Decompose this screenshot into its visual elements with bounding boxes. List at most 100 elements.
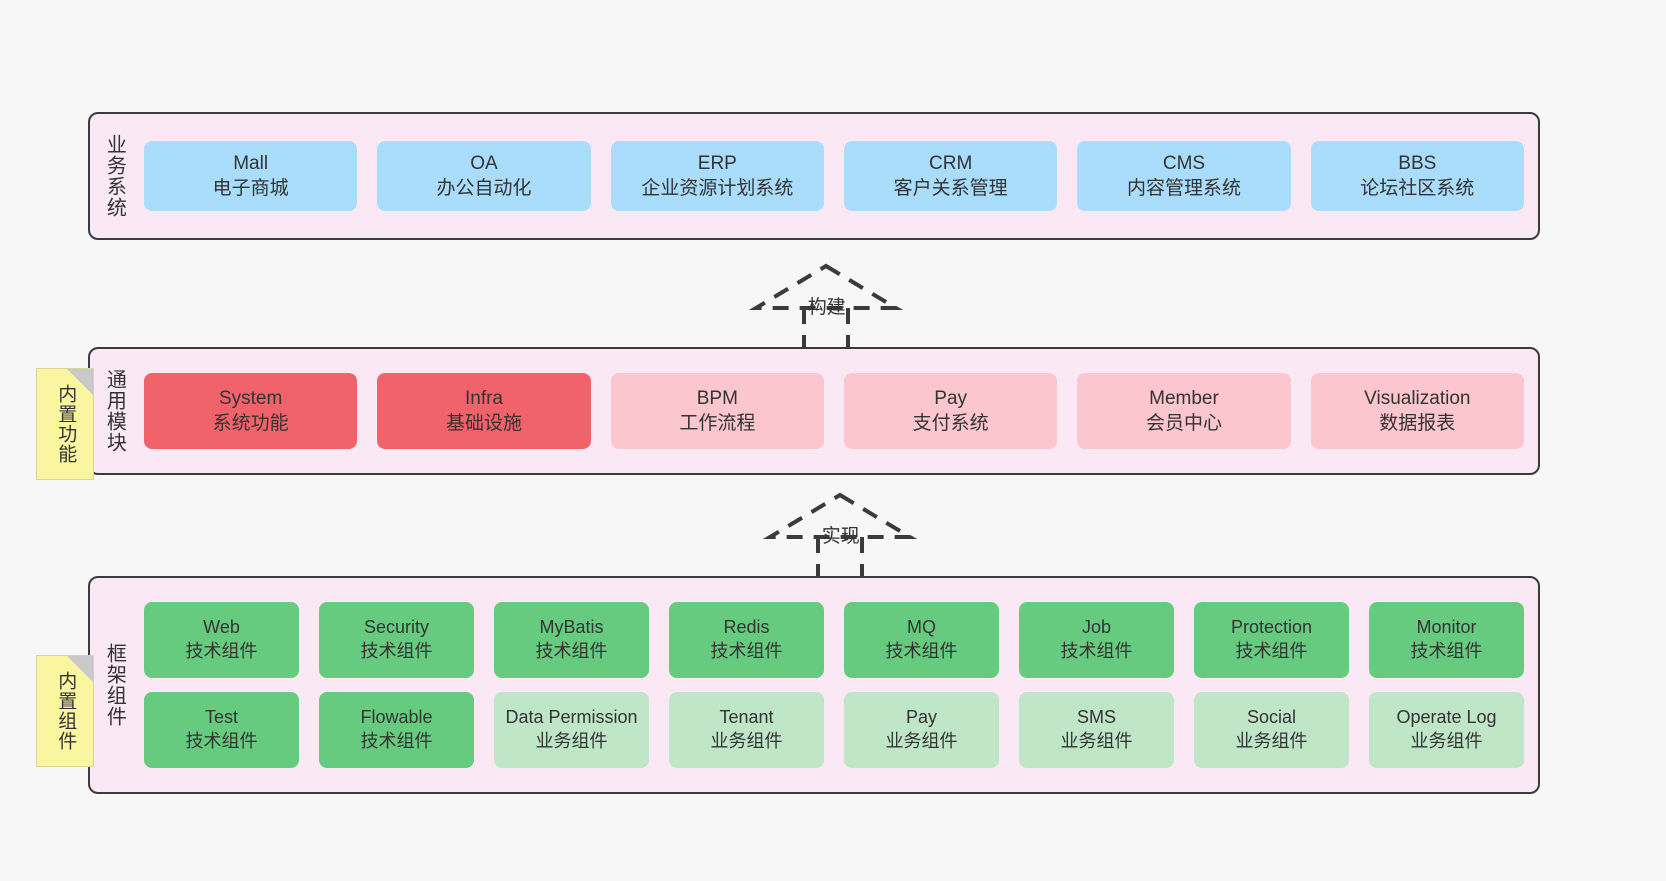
card-title-en: Monitor	[1416, 617, 1477, 638]
card-title-en: CRM	[929, 152, 973, 174]
card-social[interactable]: Social 业务组件	[1194, 692, 1349, 768]
card-flowable[interactable]: Flowable 技术组件	[319, 692, 474, 768]
card-title-en: Infra	[464, 387, 503, 409]
card-mall[interactable]: Mall 电子商城	[144, 141, 358, 211]
business-cards-area: Mall 电子商城 OA 办公自动化 ERP 企业资源计划系统 CRM 客户关系…	[138, 114, 1538, 238]
card-security[interactable]: Security 技术组件	[319, 602, 474, 678]
note-label: 内置组件	[55, 671, 77, 751]
card-title-cn: 基础设施	[445, 413, 522, 434]
card-title-en: Member	[1149, 387, 1219, 409]
card-title-cn: 业务组件	[1410, 731, 1483, 751]
card-cms[interactable]: CMS 内容管理系统	[1077, 141, 1291, 211]
card-infra[interactable]: Infra 基础设施	[377, 373, 591, 449]
card-pay-business[interactable]: Pay 业务组件	[844, 692, 999, 768]
card-test[interactable]: Test 技术组件	[144, 692, 299, 768]
card-title-cn: 技术组件	[535, 641, 608, 661]
connector-label-implement: 实现	[821, 526, 860, 547]
card-bbs[interactable]: BBS 论坛社区系统	[1310, 141, 1524, 211]
card-data-permission[interactable]: Data Permission 业务组件	[494, 692, 649, 768]
card-title-en: Visualization	[1364, 387, 1471, 409]
card-title-en: BBS	[1398, 152, 1437, 174]
card-monitor[interactable]: Monitor 技术组件	[1369, 602, 1524, 678]
card-title-cn: 技术组件	[885, 641, 958, 661]
card-title-cn: 业务组件	[1235, 731, 1308, 751]
card-title-cn: 技术组件	[185, 641, 258, 661]
card-member[interactable]: Member 会员中心	[1077, 373, 1291, 449]
card-title-cn: 技术组件	[710, 641, 783, 661]
card-title-cn: 技术组件	[1410, 641, 1483, 661]
section-label-common: 通用模块	[103, 369, 126, 453]
card-oa[interactable]: OA 办公自动化	[377, 141, 591, 211]
card-mq[interactable]: MQ 技术组件	[844, 602, 999, 678]
card-title-cn: 业务组件	[1060, 731, 1133, 751]
card-title-cn: 数据报表	[1379, 413, 1456, 434]
card-pay[interactable]: Pay 支付系统	[843, 373, 1058, 449]
card-title-en: OA	[470, 152, 498, 174]
card-title-cn: 技术组件	[185, 731, 258, 751]
card-system[interactable]: System 系统功能	[144, 373, 358, 449]
card-title-en: SMS	[1076, 707, 1116, 728]
framework-cards-area: Web 技术组件 Security 技术组件 MyBatis 技术组件 Redi…	[138, 578, 1538, 792]
note-label: 内置功能	[55, 384, 77, 464]
card-title-en: Protection	[1230, 617, 1313, 638]
connector-implement: 实现	[760, 491, 920, 581]
card-title-cn: 客户关系管理	[893, 178, 1008, 199]
card-title-cn: 内容管理系统	[1126, 178, 1241, 199]
section-framework-components: 框架组件 Web 技术组件 Security 技术组件 MyBatis 技术组件…	[88, 576, 1540, 794]
card-title-en: MQ	[907, 617, 936, 638]
card-job[interactable]: Job 技术组件	[1019, 602, 1174, 678]
card-title-cn: 办公自动化	[436, 178, 532, 199]
card-title-cn: 技术组件	[1235, 641, 1308, 661]
arrow-shaft-icon	[802, 308, 850, 352]
card-title-en: MyBatis	[539, 617, 604, 638]
note-builtin-function: 内置功能	[36, 368, 94, 480]
arrowhead-triangle-icon	[748, 263, 904, 310]
page-fold-icon	[67, 369, 93, 395]
common-cards-area: System 系统功能 Infra 基础设施 BPM 工作流程 Pay 支付系统…	[138, 349, 1538, 473]
business-card-row: Mall 电子商城 OA 办公自动化 ERP 企业资源计划系统 CRM 客户关系…	[144, 141, 1524, 211]
page-fold-icon	[67, 656, 93, 682]
card-web[interactable]: Web 技术组件	[144, 602, 299, 678]
section-label-business: 业务系统	[103, 134, 126, 218]
framework-card-row-1: Web 技术组件 Security 技术组件 MyBatis 技术组件 Redi…	[144, 602, 1524, 678]
card-redis[interactable]: Redis 技术组件	[669, 602, 824, 678]
card-erp[interactable]: ERP 企业资源计划系统	[610, 141, 824, 211]
connector-build: 构建	[746, 262, 906, 352]
arrow-shaft-icon	[816, 537, 864, 581]
card-mybatis[interactable]: MyBatis 技术组件	[494, 602, 649, 678]
card-title-cn: 技术组件	[1060, 641, 1133, 661]
card-tenant[interactable]: Tenant 业务组件	[669, 692, 824, 768]
card-title-cn: 工作流程	[679, 413, 756, 434]
card-title-en: ERP	[697, 152, 737, 174]
card-title-cn: 业务组件	[535, 731, 608, 751]
card-title-cn: 会员中心	[1145, 413, 1222, 434]
card-title-en: Redis	[723, 617, 770, 638]
card-sms[interactable]: SMS 业务组件	[1019, 692, 1174, 768]
section-label-framework: 框架组件	[103, 643, 126, 727]
card-title-en: Web	[203, 617, 240, 638]
card-title-cn: 支付系统	[912, 413, 989, 434]
section-common-modules: 通用模块 System 系统功能 Infra 基础设施 BPM 工作流程 Pay…	[88, 347, 1540, 475]
card-title-en: Mall	[233, 152, 269, 174]
card-operate-log[interactable]: Operate Log 业务组件	[1369, 692, 1524, 768]
card-title-en: Operate Log	[1396, 707, 1497, 728]
card-title-cn: 业务组件	[710, 731, 783, 751]
card-crm[interactable]: CRM 客户关系管理	[843, 141, 1058, 211]
card-title-cn: 技术组件	[360, 641, 433, 661]
card-title-en: Data Permission	[505, 707, 638, 728]
card-protection[interactable]: Protection 技术组件	[1194, 602, 1349, 678]
card-title-en: System	[218, 387, 283, 409]
card-title-en: Test	[204, 707, 238, 728]
card-bpm[interactable]: BPM 工作流程	[610, 373, 824, 449]
card-title-en: Security	[363, 617, 430, 638]
connector-label-build: 构建	[807, 297, 846, 318]
arrowhead-triangle-icon	[762, 492, 918, 539]
card-title-cn: 系统功能	[212, 413, 289, 434]
card-title-cn: 业务组件	[885, 731, 958, 751]
card-title-cn: 论坛社区系统	[1360, 178, 1475, 199]
card-title-en: Social	[1246, 707, 1297, 728]
card-title-en: Flowable	[360, 707, 433, 728]
card-title-en: BPM	[696, 387, 738, 409]
card-visualization[interactable]: Visualization 数据报表	[1310, 373, 1524, 449]
